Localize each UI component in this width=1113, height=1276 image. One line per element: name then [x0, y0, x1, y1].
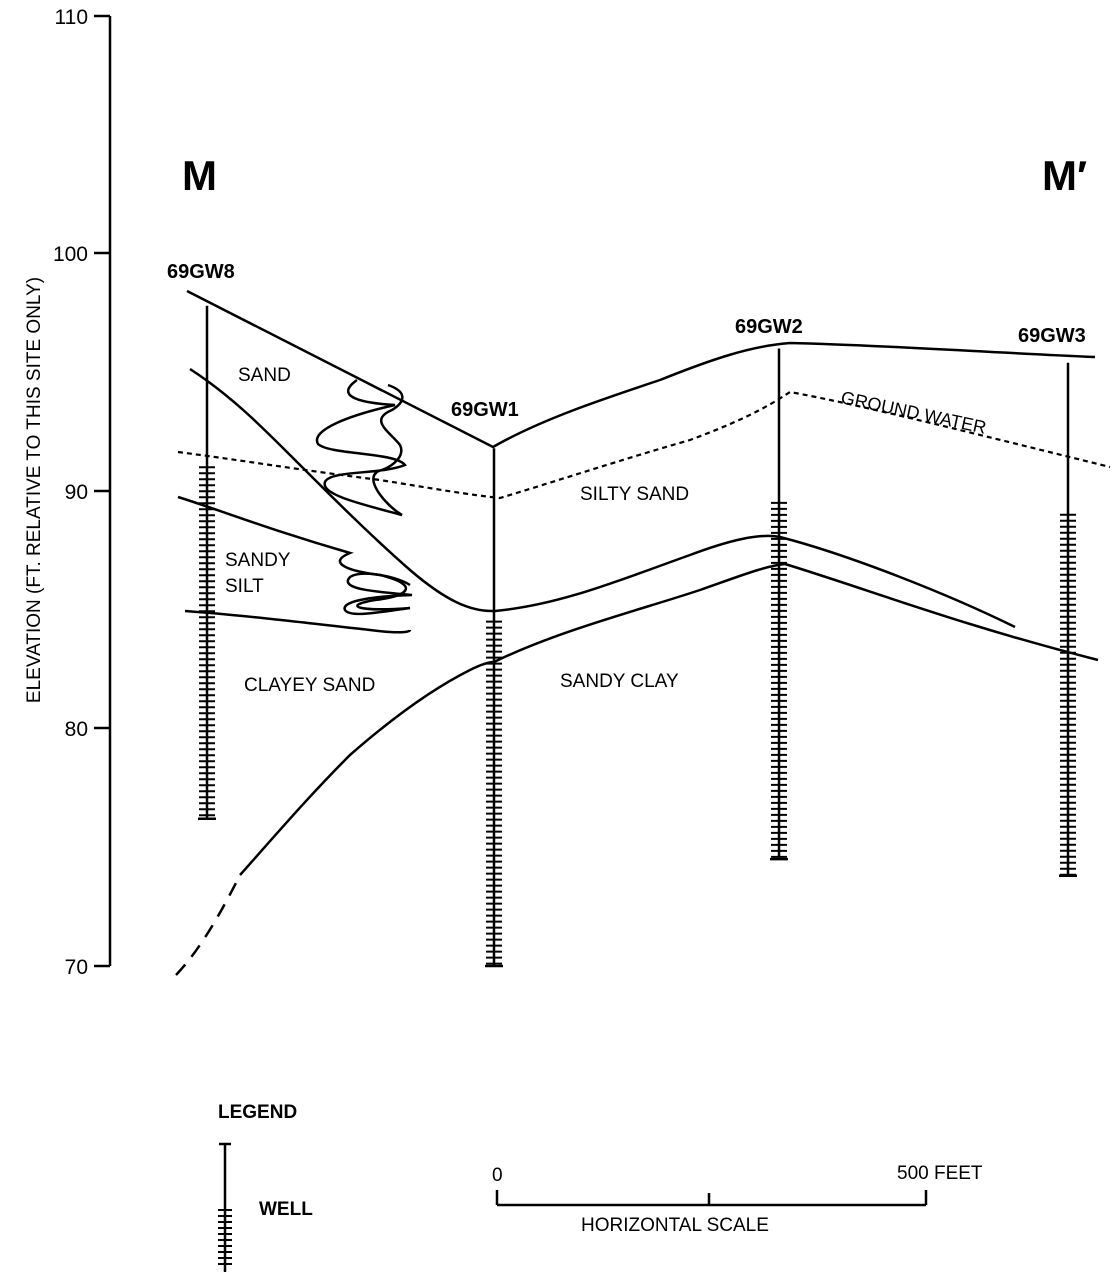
layer-label-silty-sand: SILTY SAND	[580, 484, 689, 505]
tick-label-110: 110	[55, 6, 88, 29]
well-69gw1	[485, 448, 503, 968]
well-label-69gw8: 69GW8	[167, 261, 235, 283]
legend: LEGEND WELL	[218, 1102, 313, 1272]
horizontal-scale: 0 500 FEET HORIZONTAL SCALE	[492, 1163, 983, 1236]
ground-water-table	[177, 390, 1111, 500]
scale-end: 500 FEET	[897, 1163, 983, 1184]
well-69gw8	[198, 305, 216, 820]
sandy-clay-top-contact	[493, 562, 1099, 664]
sand-base-contact	[189, 367, 1016, 629]
legend-well-symbol	[218, 1142, 232, 1272]
ground-surface-line	[186, 289, 1096, 449]
well-69gw3	[1059, 362, 1077, 877]
inferred-contact-dashed	[175, 874, 242, 976]
y-axis-label: ELEVATION (FT. RELATIVE TO THIS SITE ONL…	[24, 277, 45, 703]
tick-label-100: 100	[53, 243, 88, 266]
sandy-silt-base-contact	[184, 609, 412, 634]
section-label-right: M′	[1042, 152, 1087, 199]
sandy-silt-interfinger	[343, 572, 413, 616]
clayey-sand-base-contact	[239, 660, 495, 876]
tick-label-80: 80	[65, 718, 88, 741]
layer-label-sandy: SANDY	[225, 550, 291, 571]
layer-label-clayey-sand: CLAYEY SAND	[244, 675, 375, 696]
well-label-69gw2: 69GW2	[735, 316, 803, 338]
well-label-69gw1: 69GW1	[451, 399, 519, 421]
wells	[198, 305, 1077, 968]
scale-label: HORIZONTAL SCALE	[581, 1215, 769, 1236]
sand-interfinger	[315, 378, 408, 517]
well-label-69gw3: 69GW3	[1018, 325, 1086, 347]
layer-label-sandy-clay: SANDY CLAY	[560, 671, 679, 692]
well-69gw2	[770, 348, 788, 861]
tick-label-70: 70	[65, 956, 88, 979]
ground-water-label: GROUND WATER	[839, 387, 988, 437]
section-label-left: M	[182, 152, 217, 199]
y-axis: 110 100 90 80 70 ELEVATION (FT. RELATIVE…	[24, 6, 112, 979]
stratigraphic-contacts	[175, 289, 1099, 976]
legend-title: LEGEND	[218, 1102, 297, 1123]
layer-label-sand: SAND	[238, 365, 291, 386]
scale-start: 0	[492, 1165, 503, 1186]
layer-label-silt: SILT	[225, 576, 264, 597]
legend-well-label: WELL	[259, 1199, 313, 1220]
tick-label-90: 90	[65, 481, 88, 504]
